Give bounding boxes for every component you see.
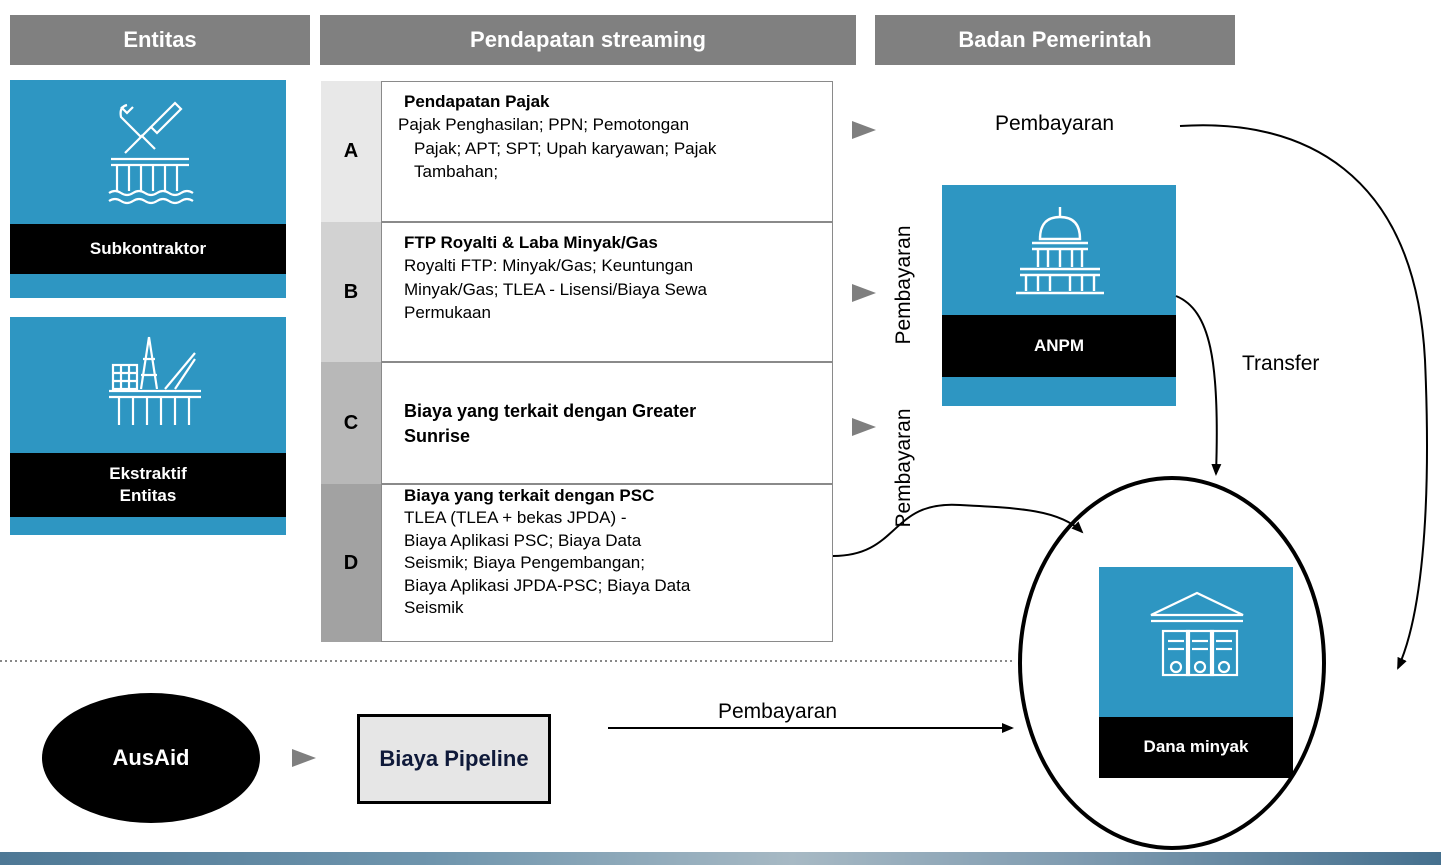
oil-fund-label: Dana minyak [1099, 717, 1293, 778]
oil-fund-card: Dana minyak [1099, 567, 1293, 778]
stream-a-line3: Tambahan; [414, 162, 499, 182]
stream-letter-b: B [321, 222, 381, 362]
anpm-card: ANPM [942, 185, 1176, 406]
extractive-entity-label: Ekstraktif Entitas [10, 453, 286, 517]
stream-b-line1: Royalti FTP: Minyak/Gas; Keuntungan [404, 256, 694, 276]
subcontractor-label: Subkontraktor [10, 224, 286, 274]
anpm-label: ANPM [942, 315, 1176, 377]
extractive-label-line2: Entitas [119, 486, 177, 505]
payment-label-bottom: Pembayaran [718, 700, 838, 723]
stream-letter-a: A [321, 81, 381, 222]
subcontractor-card: Subkontraktor [10, 80, 286, 298]
stream-a-line2: Pajak; APT; SPT; Upah karyawan; Pajak [414, 138, 717, 158]
revenue-stream-a: Pendapatan Pajak Pajak Penghasilan; PPN;… [381, 81, 833, 222]
revenue-stream-c: Biaya yang terkait dengan Greater Sunris… [381, 362, 833, 484]
stream-letter-c: C [321, 362, 381, 484]
revenue-stream-b: FTP Royalti & Laba Minyak/Gas Royalti FT… [381, 222, 833, 362]
header-government-bodies: Badan Pemerintah [875, 15, 1235, 65]
stream-c-title-line1: Biaya yang terkait dengan Greater [404, 401, 697, 421]
stream-d-line2: Biaya Aplikasi PSC; Biaya Data [404, 530, 642, 550]
stream-b-line2: Minyak/Gas; TLEA - Lisensi/Biaya Sewa [404, 279, 707, 299]
stream-a-title: Pendapatan Pajak [404, 92, 550, 111]
payment-label-top: Pembayaran [995, 112, 1115, 135]
header-revenue-streaming: Pendapatan streaming [320, 15, 856, 65]
header-entities: Entitas [10, 15, 310, 65]
arrow-stream-b [852, 284, 876, 302]
arrow-stream-c [852, 418, 876, 436]
oil-rig-icon [105, 329, 205, 439]
stream-d-line3: Seismik; Biaya Pengembangan; [404, 553, 645, 573]
stream-d-title: Biaya yang terkait dengan PSC [404, 486, 655, 505]
arrow-stream-a [852, 121, 876, 139]
bottom-decorative-strip [0, 852, 1441, 865]
stream-a-line1: Pajak Penghasilan; PPN; Pemotongan [398, 115, 690, 135]
stream-d-line5: Seismik [404, 598, 464, 618]
extractive-entity-card: Ekstraktif Entitas [10, 317, 286, 535]
stream-letter-d: D [321, 484, 381, 642]
transfer-label: Transfer [1242, 352, 1320, 375]
government-building-icon [1006, 203, 1114, 301]
stream-b-title: FTP Royalti & Laba Minyak/Gas [404, 233, 658, 252]
revenue-stream-d: Biaya yang terkait dengan PSC TLEA (TLEA… [381, 484, 833, 642]
stream-b-line3: Permukaan [404, 303, 491, 323]
stream-d-line1: TLEA (TLEA + bekas JPDA) - [404, 508, 627, 528]
stream-d-line4: Biaya Aplikasi JPDA-PSC; Biaya Data [404, 575, 691, 595]
payment-top-connector [1179, 124, 1428, 670]
extractive-label-line1: Ekstraktif [109, 463, 187, 483]
offshore-tools-icon [105, 95, 195, 215]
fund-documents-icon [1145, 587, 1249, 697]
arrow-ausaid [292, 749, 316, 767]
transfer-connector [1175, 295, 1222, 476]
pipeline-cost-box: Biaya Pipeline [357, 714, 551, 804]
ausaid-node: AusAid [42, 693, 260, 823]
stream-c-title-line2: Sunrise [404, 425, 471, 446]
oil-fund-circle [1018, 476, 1326, 850]
stream-d-connector [832, 503, 1084, 557]
